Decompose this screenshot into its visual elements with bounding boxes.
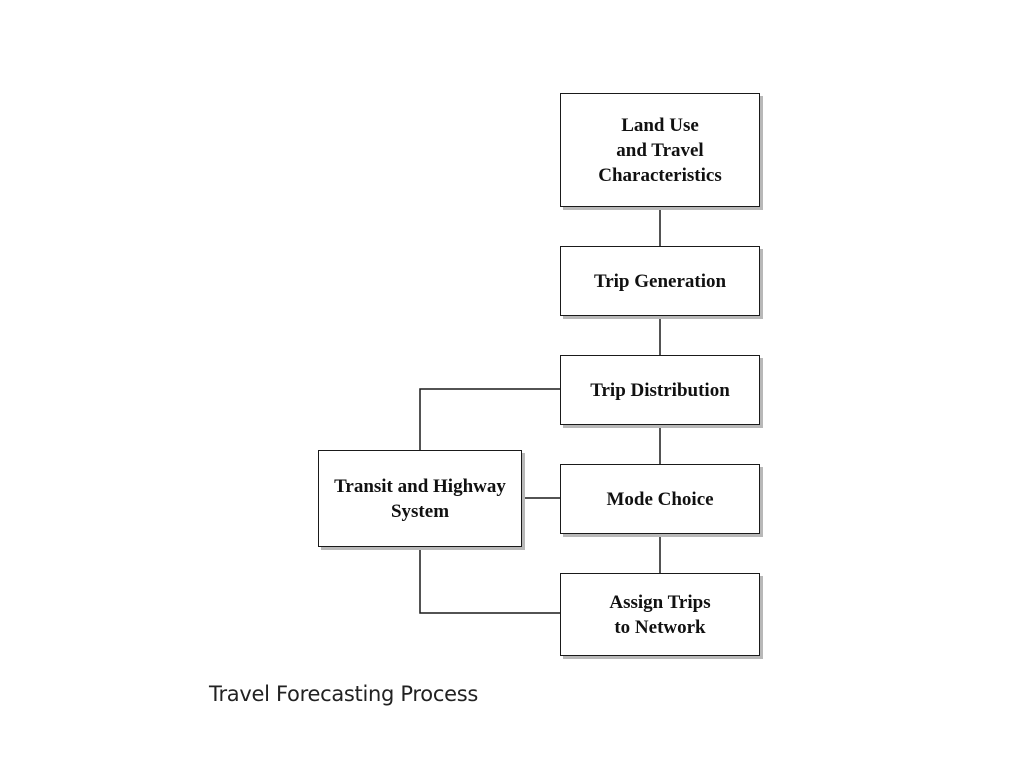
diagram-caption: Travel Forecasting Process	[209, 682, 478, 706]
connector-transit-assign	[419, 547, 560, 614]
box-assign-trips-to-network: Assign Trips to Network	[560, 573, 760, 656]
box-transit-highway-system: Transit and Highway System	[318, 450, 522, 547]
box-trip-distribution: Trip Distribution	[560, 355, 760, 425]
connector-transit-tripdist	[419, 388, 560, 450]
box-land-use-travel-characteristics: Land Use and Travel Characteristics	[560, 93, 760, 207]
box-mode-choice: Mode Choice	[560, 464, 760, 534]
box-trip-generation: Trip Generation	[560, 246, 760, 316]
